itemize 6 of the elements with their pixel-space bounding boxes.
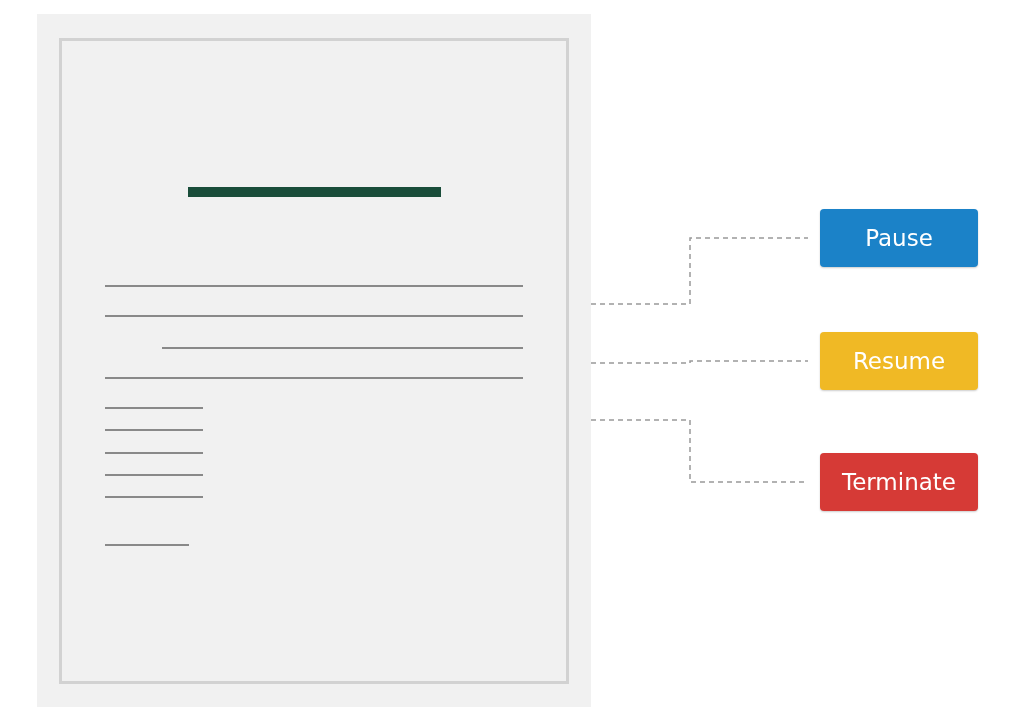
dashed-connector	[590, 237, 809, 305]
action-button: Resume	[820, 332, 978, 390]
action-button: Terminate	[820, 453, 978, 511]
action-button: Pause	[820, 209, 978, 267]
document-drawing	[37, 14, 591, 707]
dashed-connector	[590, 360, 809, 364]
